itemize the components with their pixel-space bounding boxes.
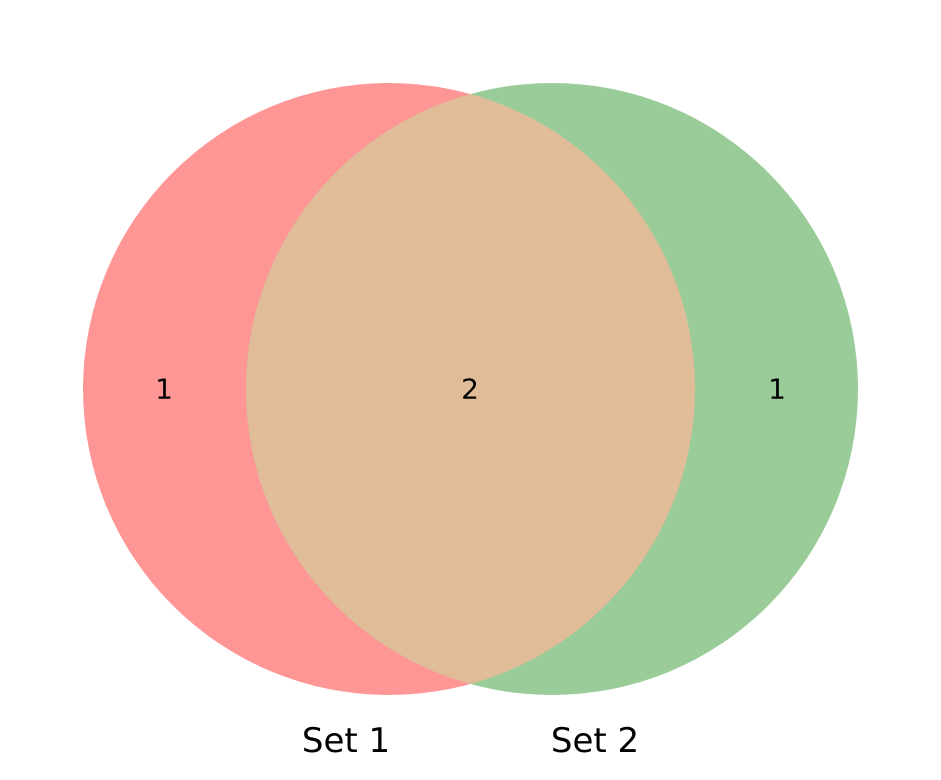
intersection-region [246,83,695,695]
set-2-label: Set 2 [551,721,639,761]
set-2-only-count: 1 [768,373,786,406]
intersection-count: 2 [461,373,479,406]
set-1-label: Set 1 [302,721,390,761]
set-1-only-count: 1 [155,373,173,406]
